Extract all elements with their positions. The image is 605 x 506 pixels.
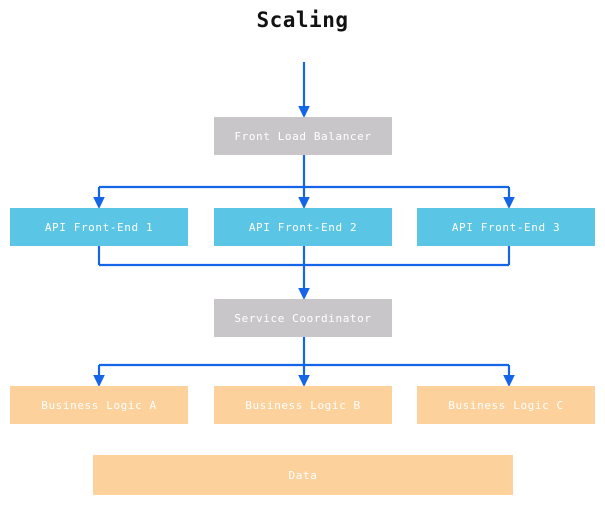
edge-front-load-balancer-to-api-front-ends <box>93 155 515 209</box>
node-api-front-end-3[interactable]: API Front-End 3 <box>417 208 595 246</box>
node-business-logic-b[interactable]: Business Logic B <box>214 386 392 424</box>
node-business-logic-c[interactable]: Business Logic C <box>417 386 595 424</box>
edge-ingress-to-front-load-balancer <box>298 62 310 118</box>
node-api-front-end-2[interactable]: API Front-End 2 <box>214 208 392 246</box>
page-title: Scaling <box>256 8 349 32</box>
node-front-load-balancer[interactable]: Front Load Balancer <box>214 117 392 155</box>
node-business-logic-a[interactable]: Business Logic A <box>10 386 188 424</box>
node-service-coordinator[interactable]: Service Coordinator <box>214 299 392 337</box>
node-data[interactable]: Data <box>93 455 513 495</box>
node-api-front-end-1[interactable]: API Front-End 1 <box>10 208 188 246</box>
edge-service-coordinator-to-business-logic <box>93 337 515 387</box>
edge-api-front-ends-to-service-coordinator <box>97 246 511 300</box>
